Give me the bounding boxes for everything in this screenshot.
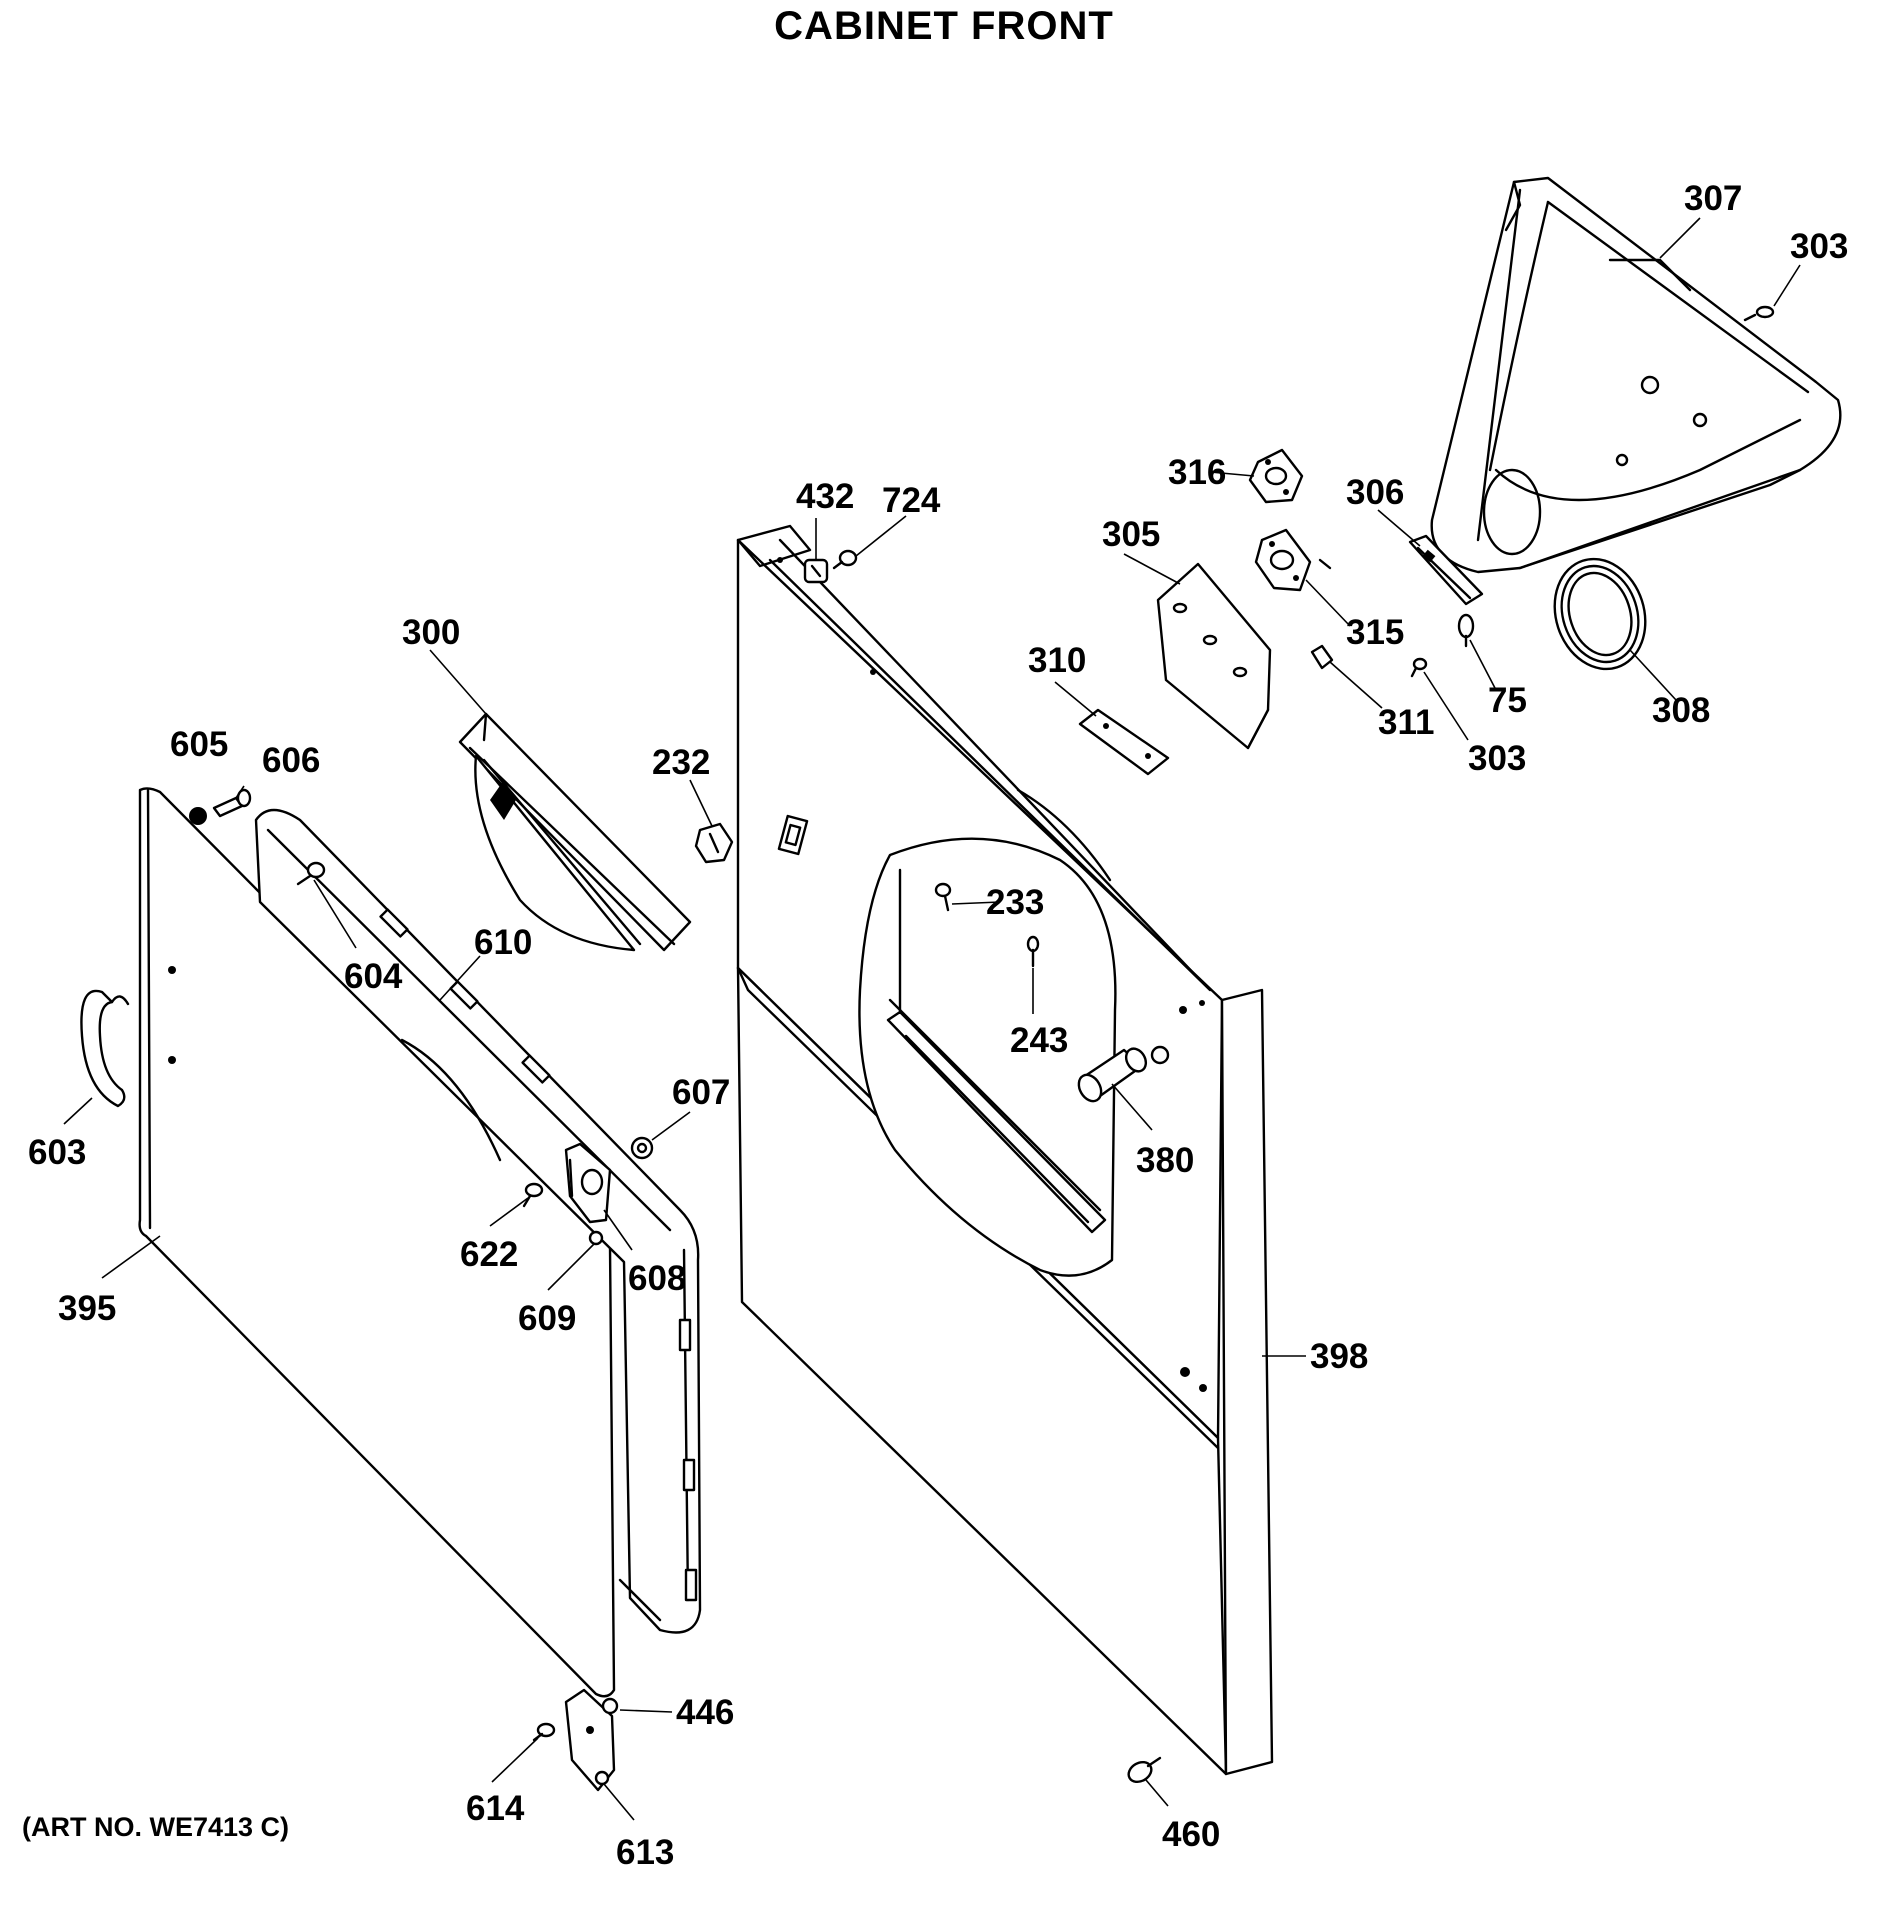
callout-303-mid: 303 — [1468, 739, 1526, 778]
part-303-screw-b — [1410, 657, 1428, 678]
callout-315: 315 — [1346, 613, 1404, 652]
part-606-screw — [212, 788, 252, 818]
part-604-screw — [296, 861, 326, 886]
part-460-screw — [1127, 1756, 1162, 1784]
part-303-screw-a — [1743, 305, 1775, 322]
part-395-door-panel — [138, 787, 616, 1698]
part-308-felt-seal — [1553, 557, 1647, 671]
callout-614: 614 — [466, 1789, 525, 1828]
part-380-roller — [1077, 1047, 1148, 1103]
callout-305: 305 — [1102, 515, 1160, 554]
callout-603: 603 — [28, 1133, 86, 1172]
part-608-hinge — [564, 1142, 612, 1224]
diagram-title: CABINET FRONT — [774, 4, 1114, 48]
part-432-clip — [803, 558, 829, 584]
callout-460: 460 — [1162, 1815, 1220, 1854]
callout-leader-lines — [63, 217, 1801, 1821]
part-398-front-panel — [736, 524, 1274, 1776]
callout-303-top: 303 — [1790, 227, 1848, 266]
callout-432: 432 — [796, 477, 854, 516]
part-607-grommet — [630, 1136, 654, 1160]
part-614-screw — [532, 1722, 556, 1742]
callout-labels: 307 303 316 306 305 315 75 308 310 311 3… — [28, 179, 1848, 1872]
callout-232: 232 — [652, 743, 710, 782]
part-306-latch — [1408, 534, 1484, 606]
callout-306: 306 — [1346, 473, 1404, 512]
part-609-bushing — [588, 1230, 604, 1246]
callout-606: 606 — [262, 741, 320, 780]
part-311-clip — [1310, 644, 1334, 670]
part-446-washer — [601, 1697, 619, 1715]
art-number: (ART NO. WE7413 C) — [22, 1812, 290, 1842]
part-315-bracket — [1254, 528, 1332, 592]
part-310-strip — [1078, 708, 1170, 776]
callout-607: 607 — [672, 1073, 730, 1112]
part-243-screw — [1026, 935, 1040, 968]
callout-609: 609 — [518, 1299, 576, 1338]
callout-724: 724 — [882, 481, 941, 520]
callout-610: 610 — [474, 923, 532, 962]
callout-395: 395 — [58, 1289, 116, 1328]
callout-398: 398 — [1310, 1337, 1368, 1376]
callout-622: 622 — [460, 1235, 518, 1274]
callout-75: 75 — [1488, 681, 1527, 720]
part-603-handle — [80, 989, 130, 1108]
callout-380: 380 — [1136, 1141, 1194, 1180]
callout-608: 608 — [628, 1259, 686, 1298]
callout-310: 310 — [1028, 641, 1086, 680]
callout-300: 300 — [402, 613, 460, 652]
callout-311: 311 — [1378, 703, 1434, 742]
part-316-bracket — [1248, 448, 1304, 504]
part-233-screw — [934, 882, 952, 912]
part-307-bulkhead — [1430, 176, 1842, 574]
part-724-screw — [832, 549, 858, 570]
part-305-plate — [1156, 562, 1272, 750]
callout-308: 308 — [1652, 691, 1710, 730]
callout-243: 243 — [1010, 1021, 1068, 1060]
part-613-hinge-lower — [564, 1688, 616, 1792]
part-622-screw — [522, 1182, 544, 1208]
callout-446: 446 — [676, 1693, 734, 1732]
part-300-lint-duct — [458, 712, 692, 952]
part-75-screw — [1457, 613, 1475, 648]
callout-233: 233 — [986, 883, 1044, 922]
callout-316: 316 — [1168, 453, 1226, 492]
part-232-connector — [694, 822, 734, 864]
callout-604: 604 — [344, 957, 403, 996]
callout-307: 307 — [1684, 179, 1742, 218]
part-605-plug — [189, 807, 207, 825]
callout-613: 613 — [616, 1833, 674, 1872]
callout-605: 605 — [170, 725, 228, 764]
